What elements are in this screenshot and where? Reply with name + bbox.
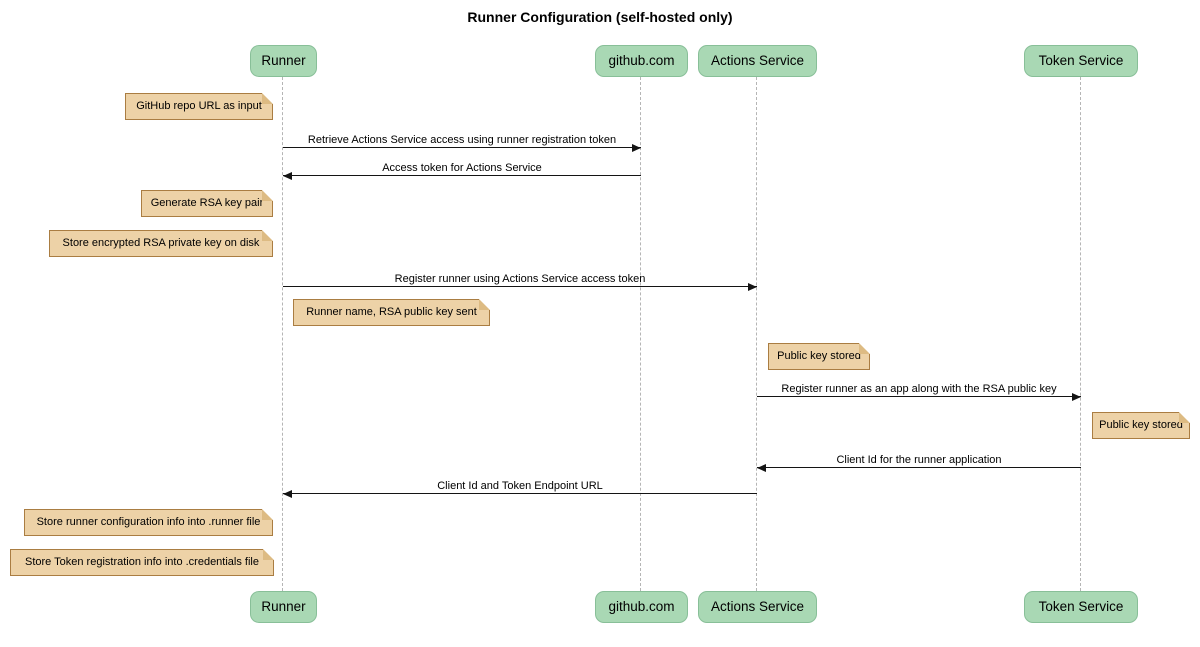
note-github-repo-url: GitHub repo URL as input xyxy=(125,93,273,120)
lifeline-actions-service xyxy=(756,77,757,591)
message-label: Client Id and Token Endpoint URL xyxy=(437,480,603,492)
arrowhead-icon xyxy=(632,144,641,152)
arrowhead-icon xyxy=(757,464,766,472)
note-public-key-stored-actions: Public key stored xyxy=(768,343,870,370)
note-generate-rsa-key-pair: Generate RSA key pair xyxy=(141,190,273,217)
note-store-runner-configuration: Store runner configuration info into .ru… xyxy=(24,509,273,536)
lifeline-token-service xyxy=(1080,77,1081,591)
note-store-token-registration: Store Token registration info into .cred… xyxy=(10,549,274,576)
message-label: Register runner using Actions Service ac… xyxy=(394,273,646,285)
note-public-key-stored-token: Public key stored xyxy=(1092,412,1190,439)
participant-github-top: github.com xyxy=(595,45,688,77)
message-label: Access token for Actions Service xyxy=(382,162,542,174)
message-access-token: Access token for Actions Service xyxy=(283,162,641,180)
participant-github-bottom: github.com xyxy=(595,591,688,623)
message-client-id-token-endpoint: Client Id and Token Endpoint URL xyxy=(283,480,757,498)
note-store-encrypted-rsa-private-key: Store encrypted RSA private key on disk xyxy=(49,230,273,257)
arrowhead-icon xyxy=(1072,393,1081,401)
participant-actions-service-top: Actions Service xyxy=(698,45,817,77)
arrowhead-icon xyxy=(283,172,292,180)
participant-token-service-bottom: Token Service xyxy=(1024,591,1138,623)
participant-runner-bottom: Runner xyxy=(250,591,317,623)
arrowhead-icon xyxy=(748,283,757,291)
lifeline-github xyxy=(640,77,641,591)
message-label: Register runner as an app along with the… xyxy=(781,383,1057,395)
participant-token-service-top: Token Service xyxy=(1024,45,1138,77)
message-register-runner-app: Register runner as an app along with the… xyxy=(757,383,1081,401)
lifeline-runner xyxy=(282,77,283,591)
message-label: Client Id for the runner application xyxy=(836,454,1002,466)
message-retrieve-actions-access: Retrieve Actions Service access using ru… xyxy=(283,134,641,152)
participant-actions-service-bottom: Actions Service xyxy=(698,591,817,623)
message-register-runner: Register runner using Actions Service ac… xyxy=(283,273,757,291)
diagram-title: Runner Configuration (self-hosted only) xyxy=(467,9,733,25)
message-label: Retrieve Actions Service access using ru… xyxy=(307,134,617,146)
arrowhead-icon xyxy=(283,490,292,498)
participant-runner-top: Runner xyxy=(250,45,317,77)
note-runner-name-rsa-public-key: Runner name, RSA public key sent xyxy=(293,299,490,326)
message-client-id-runner-app: Client Id for the runner application xyxy=(757,454,1081,472)
